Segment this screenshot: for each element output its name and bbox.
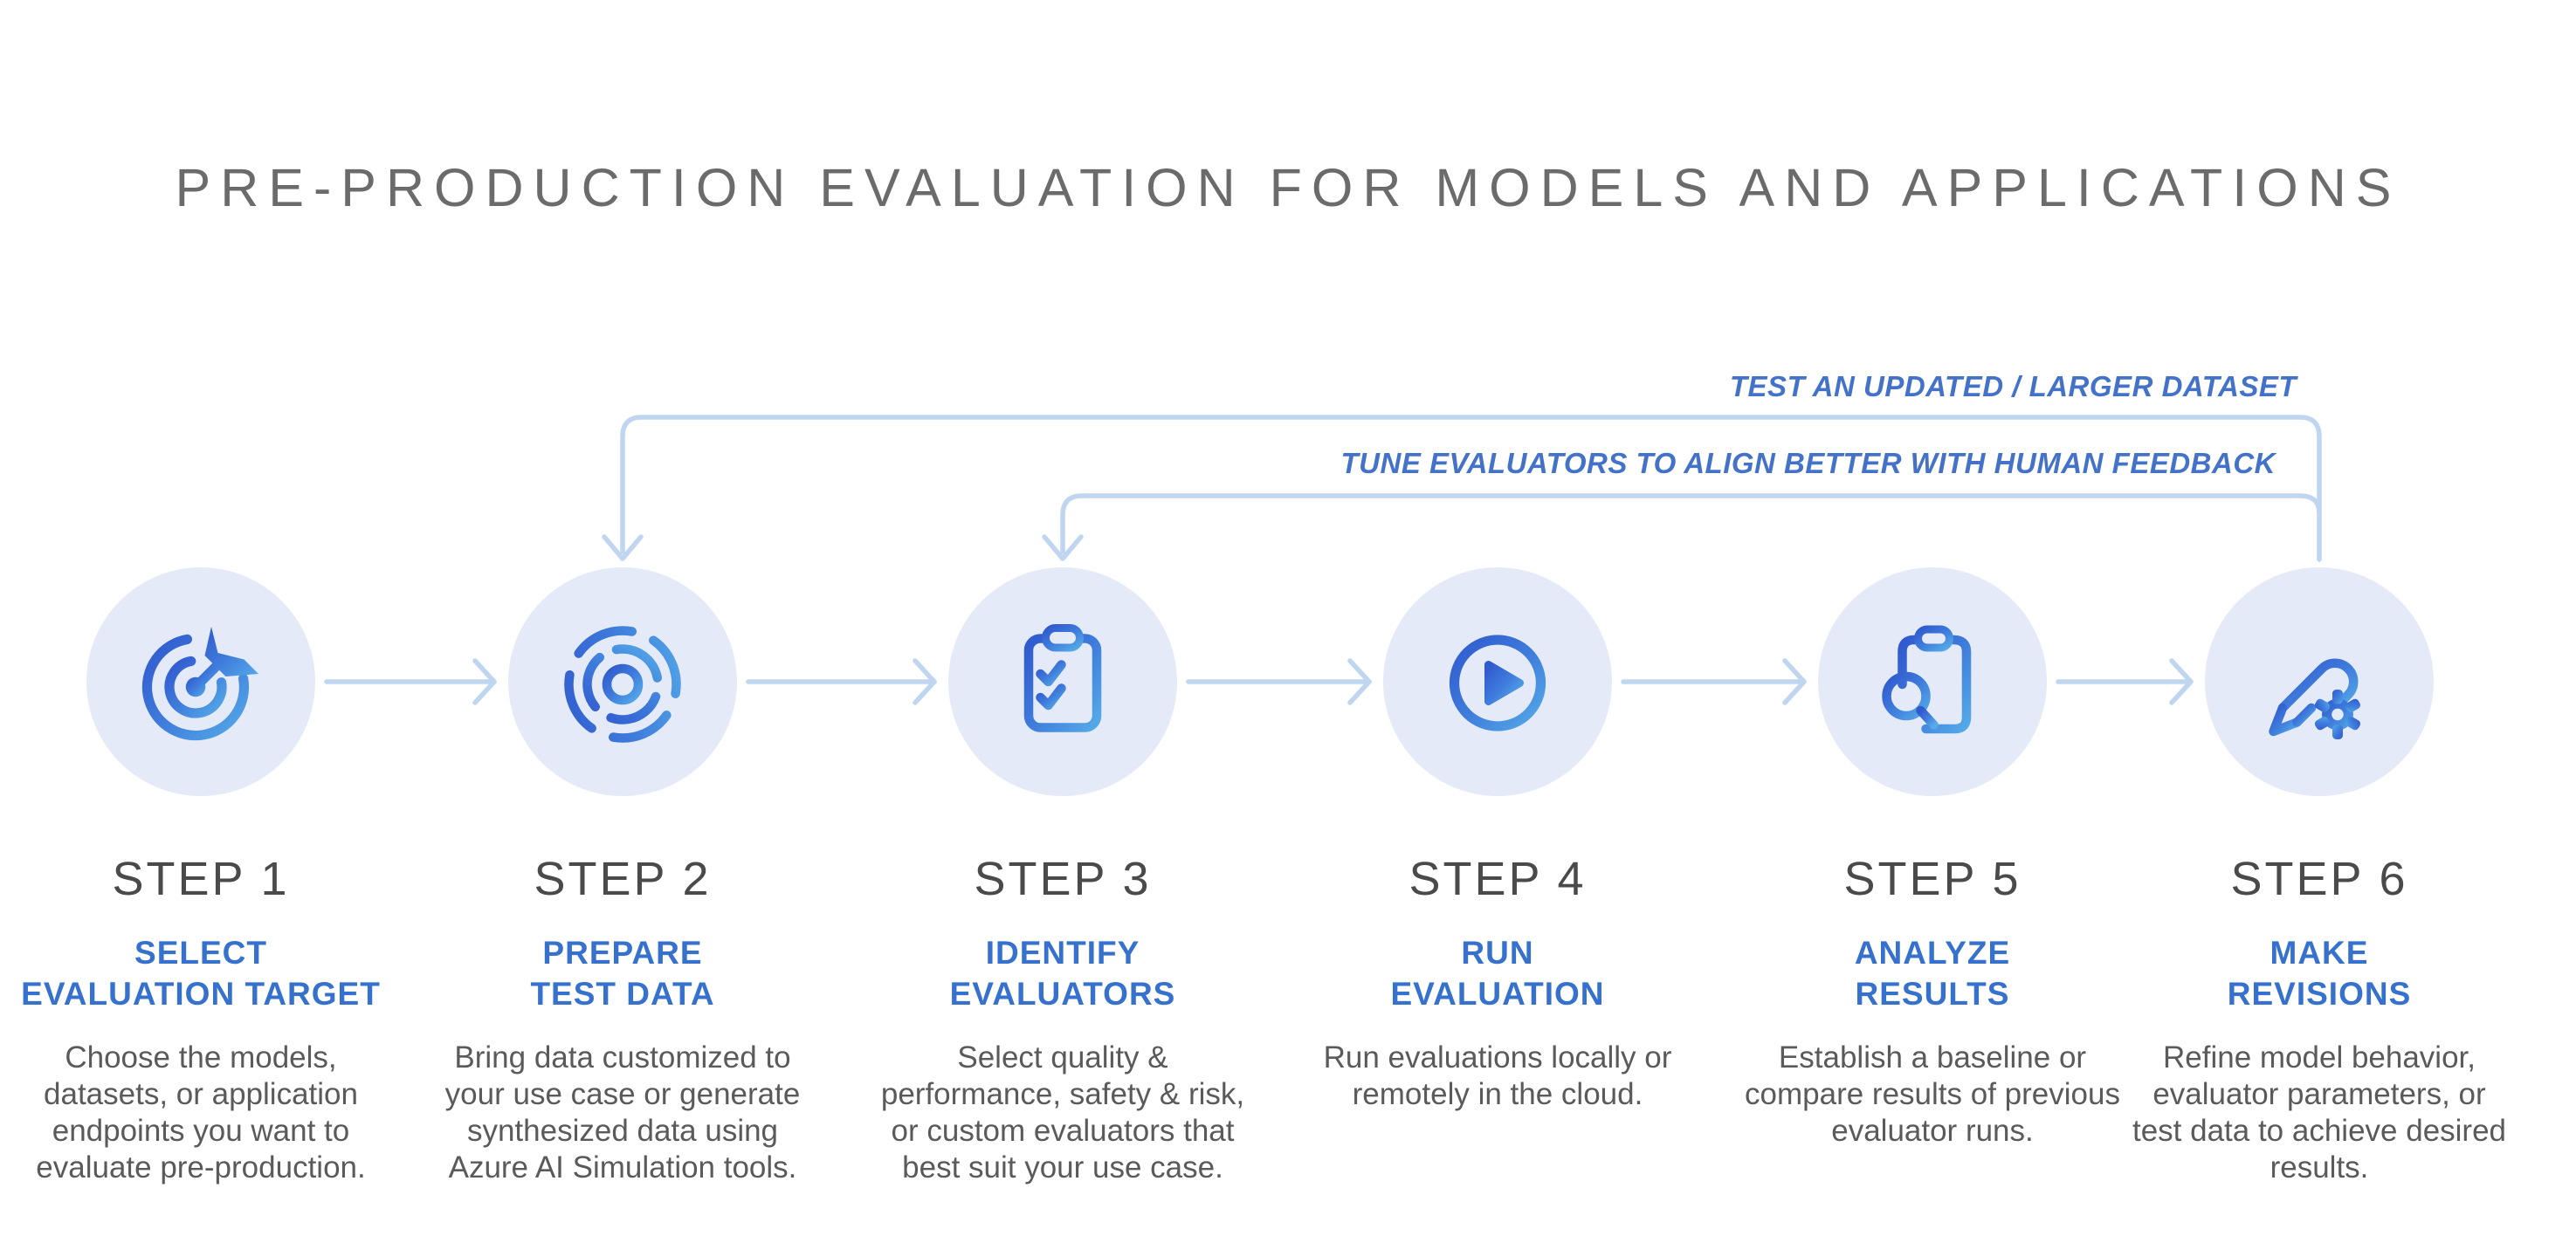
connector-arrow-2-3 xyxy=(746,658,937,705)
step-heading-line2: TEST DATA xyxy=(530,976,715,1013)
step-heading-line1: SELECT xyxy=(134,935,267,971)
step-heading-line1: IDENTIFY xyxy=(985,935,1140,971)
step-heading-line2: RESULTS xyxy=(1855,976,2010,1013)
step-circle xyxy=(508,567,737,796)
checklist-clipboard-icon xyxy=(1023,624,1102,732)
connector-arrow-1-2 xyxy=(324,658,497,705)
arrowhead-down-icon xyxy=(1042,534,1084,561)
connector-arrow-5-6 xyxy=(2056,658,2194,705)
play-icon xyxy=(1449,635,1546,731)
step-label: STEP 4 xyxy=(1409,853,1587,905)
loop-arrow-tune-evaluators xyxy=(1042,493,2322,561)
step-heading: ANALYZE RESULTS xyxy=(1855,932,2010,1015)
arrowhead-right-icon xyxy=(1782,658,1807,705)
step-description: Refine model behavior, evaluator paramet… xyxy=(2132,1040,2507,1184)
step-column-5: STEP 5 ANALYZE RESULTS Establish a basel… xyxy=(1745,567,2120,1150)
step-heading-line2: EVALUATORS xyxy=(949,976,1176,1013)
step-label: STEP 1 xyxy=(112,853,290,905)
step-circle xyxy=(86,567,315,796)
arrowhead-right-icon xyxy=(913,658,937,705)
pencil-gear-icon xyxy=(2269,658,2361,739)
step-circle xyxy=(1818,567,2047,796)
loop-arrow-test-dataset xyxy=(602,415,2322,562)
step-label: STEP 3 xyxy=(974,853,1152,905)
step-heading-line2: EVALUATION TARGET xyxy=(21,976,381,1013)
step-heading: PREPARE TEST DATA xyxy=(530,932,714,1015)
step-heading-line1: RUN xyxy=(1461,935,1534,971)
page-title: PRE-PRODUCTION EVALUATION FOR MODELS AND… xyxy=(175,158,2401,217)
step-description: Choose the models, datasets, or applicat… xyxy=(36,1040,366,1184)
loop-label-test-dataset: TEST AN UPDATED / LARGER DATASET xyxy=(1729,370,2297,402)
connector-arrow-3-4 xyxy=(1186,658,1372,705)
step-heading-line2: EVALUATION xyxy=(1390,976,1605,1013)
step-heading-line2: REVISIONS xyxy=(2227,976,2412,1013)
step-circle xyxy=(948,567,1177,796)
arrowhead-down-icon xyxy=(602,534,644,561)
step-label: STEP 2 xyxy=(534,853,712,905)
step-heading: IDENTIFY EVALUATORS xyxy=(950,932,1176,1015)
step-circle xyxy=(1383,567,1612,796)
step-column-4: STEP 4 RUN EVALUATION Run evaluations lo… xyxy=(1310,567,1685,1113)
step-column-6: STEP 6 MAKE REVISIONS Refine model behav… xyxy=(2132,567,2507,1186)
step-column-3: STEP 3 IDENTIFY EVALUATORS Select qualit… xyxy=(875,567,1250,1186)
clipboard-search-icon xyxy=(1882,625,1972,734)
step-description: Bring data customized to your use case o… xyxy=(444,1040,801,1184)
step-column-1: STEP 1 SELECT EVALUATION TARGET Choose t… xyxy=(13,567,389,1186)
step-heading-line1: MAKE xyxy=(2269,935,2369,971)
step-description: Run evaluations locally or remotely in t… xyxy=(1323,1040,1672,1111)
arrowhead-right-icon xyxy=(2169,658,2194,705)
step-column-2: STEP 2 PREPARE TEST DATA Bring data cust… xyxy=(435,567,810,1186)
step-heading: MAKE REVISIONS xyxy=(2228,932,2412,1015)
sonar-data-icon xyxy=(564,626,681,743)
loop-label-tune-evaluators: TUNE EVALUATORS TO ALIGN BETTER WITH HUM… xyxy=(1340,447,2276,479)
step-circle xyxy=(2205,567,2434,796)
step-description: Establish a baseline or compare results … xyxy=(1745,1040,2120,1148)
step-heading: RUN EVALUATION xyxy=(1390,932,1604,1015)
step-label: STEP 5 xyxy=(1843,853,2022,905)
gear-icon xyxy=(2314,690,2361,739)
step-heading: SELECT EVALUATION TARGET xyxy=(21,932,381,1015)
target-arrow-icon xyxy=(141,627,258,741)
step-label: STEP 6 xyxy=(2230,853,2408,905)
step-heading-line1: PREPARE xyxy=(542,935,703,971)
step-heading-line1: ANALYZE xyxy=(1854,935,2011,971)
arrowhead-right-icon xyxy=(472,658,497,705)
arrowhead-right-icon xyxy=(1347,658,1372,705)
step-description: Select quality & performance, safety & r… xyxy=(880,1040,1245,1184)
connector-arrow-4-5 xyxy=(1621,658,1807,705)
